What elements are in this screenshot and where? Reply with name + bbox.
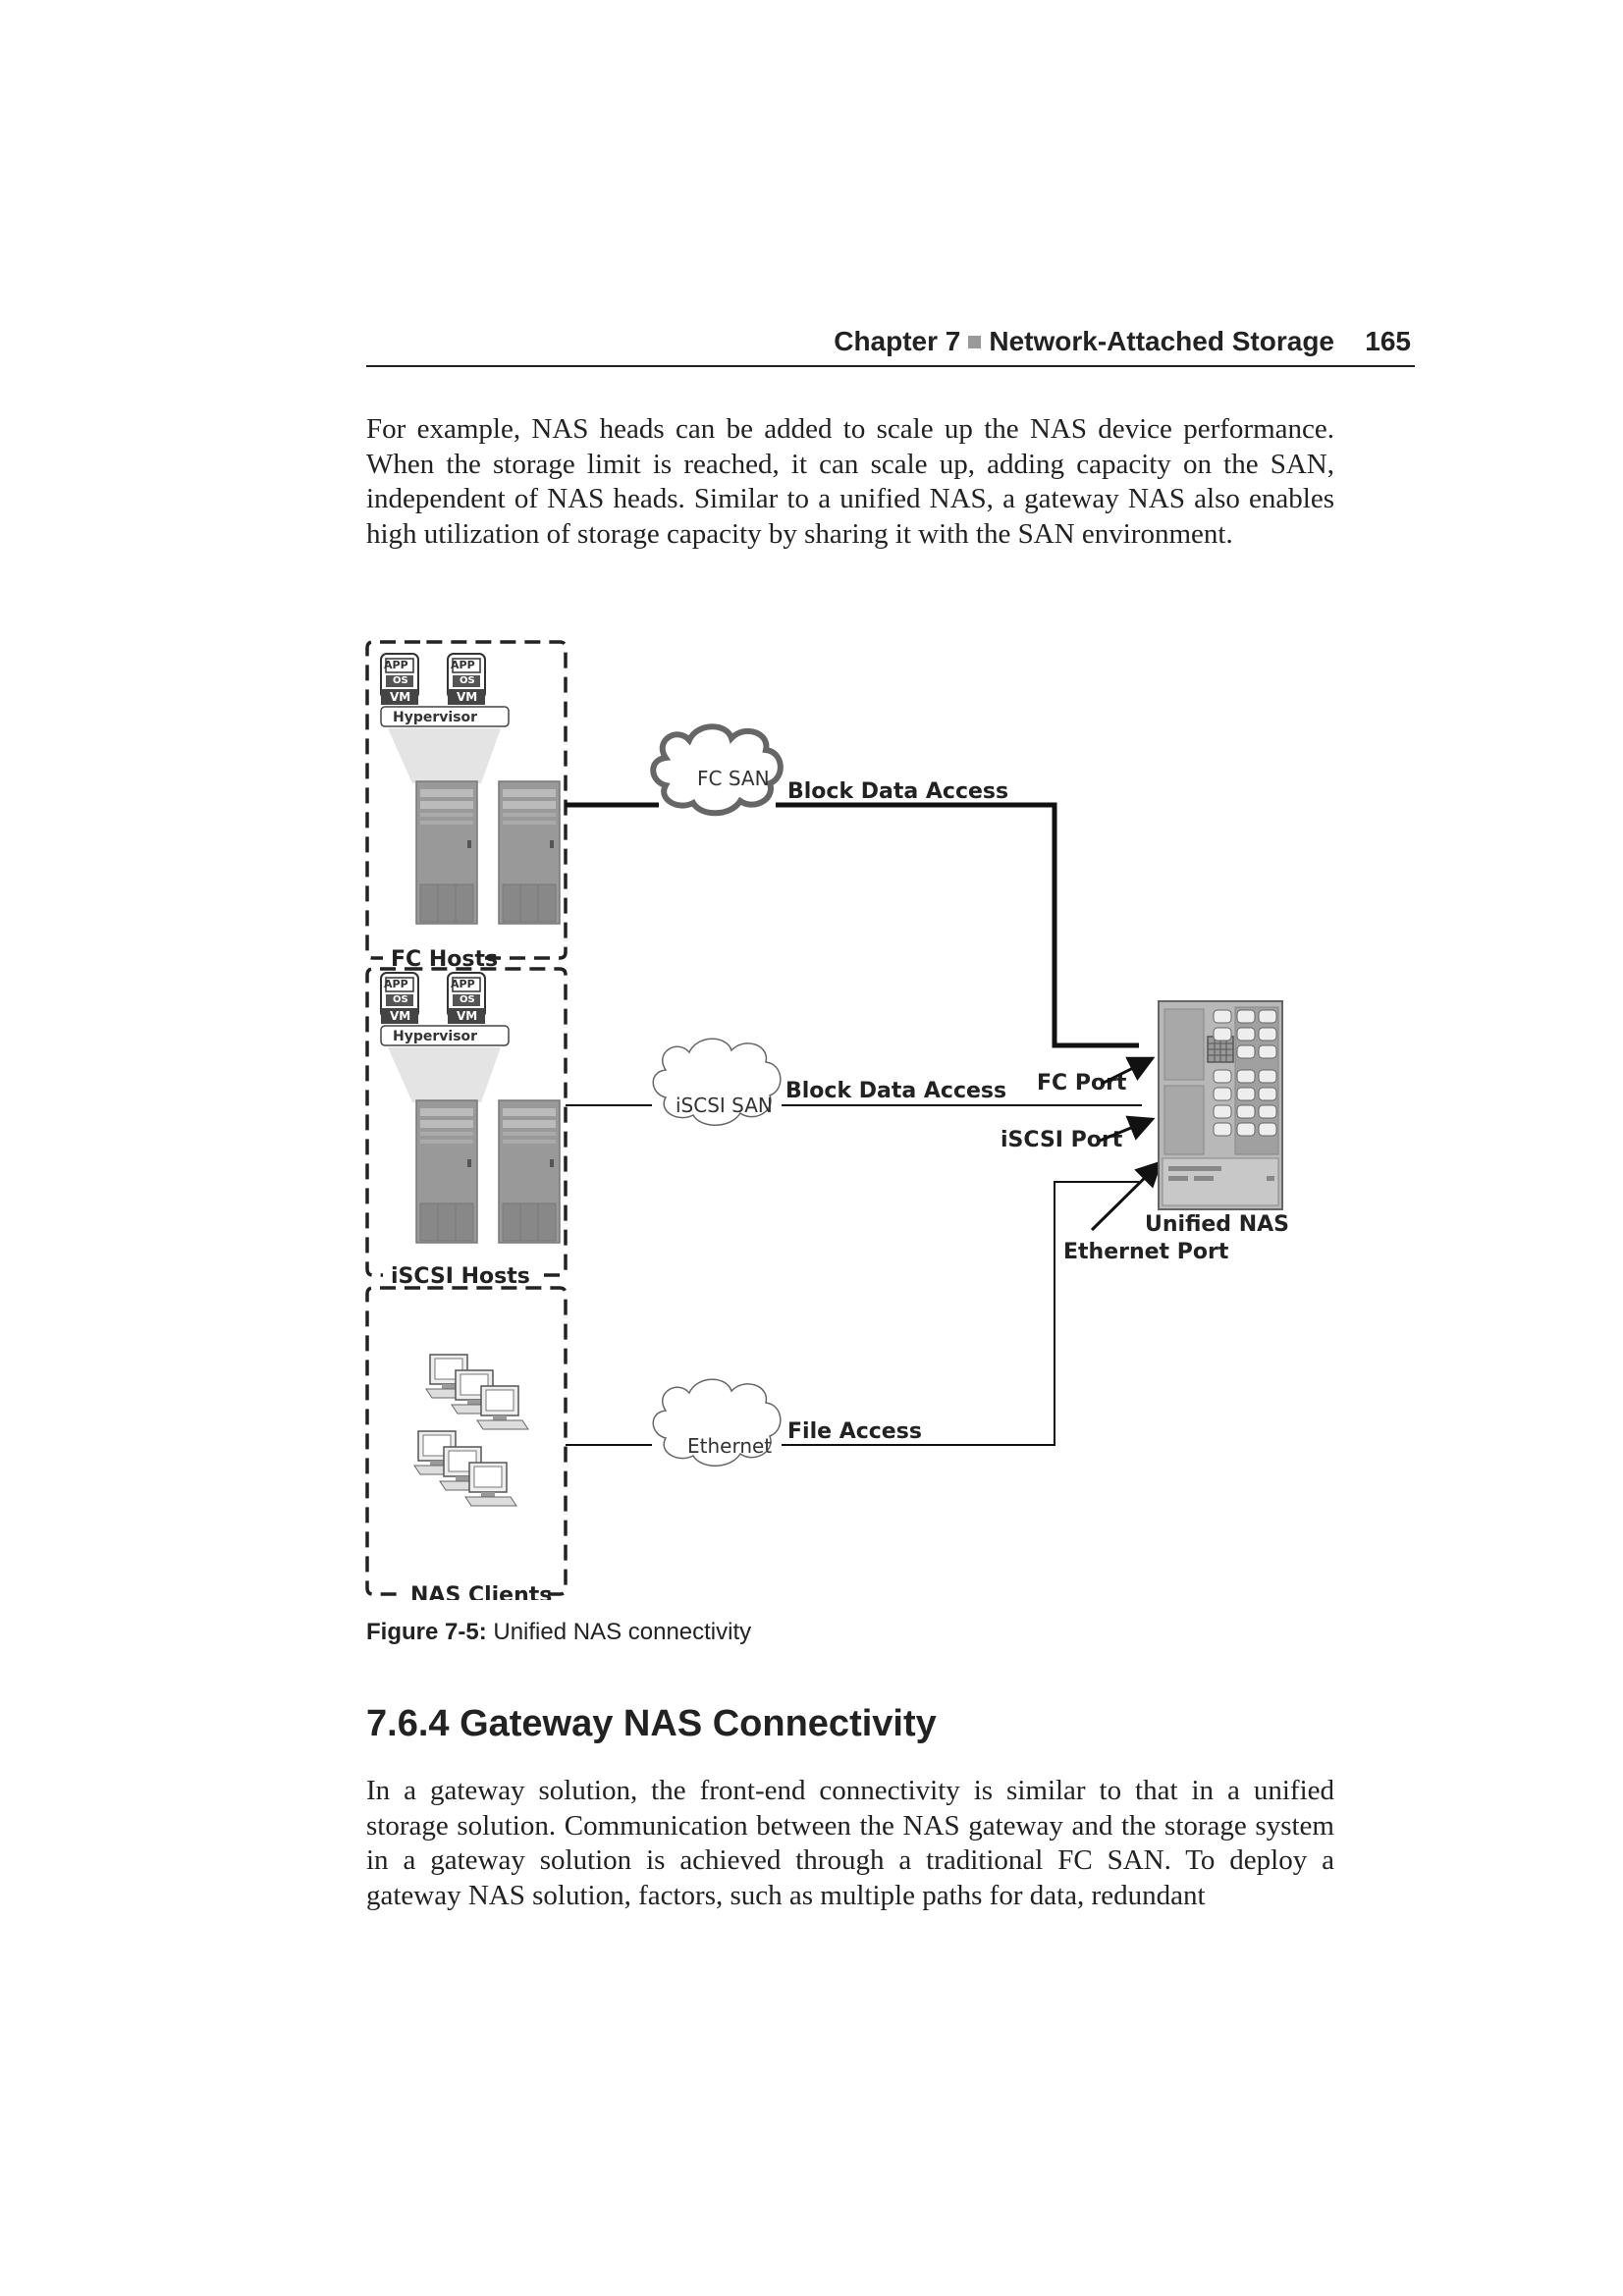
- svg-text:Hypervisor: Hypervisor: [393, 710, 477, 725]
- chapter-title: Network-Attached Storage: [989, 326, 1334, 356]
- connection-lines: [566, 802, 1142, 1446]
- iscsi-hosts-group: iSCSI Hosts APP APP OS OS VM VM Hypervis…: [365, 967, 568, 1289]
- client-pc-icon: [464, 1462, 517, 1507]
- figure-caption-text: Unified NAS connectivity: [493, 1619, 752, 1645]
- svg-text:VM: VM: [390, 690, 410, 704]
- fc-hosts-group: FC Hosts APP APP OS OS VM VM Hypervisor: [365, 640, 568, 972]
- svg-text:OS: OS: [460, 675, 475, 686]
- unified-nas-label: Unified NAS: [1145, 1212, 1289, 1237]
- iscsi-server-tower: [498, 1099, 561, 1244]
- section-heading: 7.6.4 Gateway NAS Connectivity: [366, 1703, 937, 1744]
- separator-square-icon: [968, 335, 982, 348]
- vm-icon: APP APP OS OS VM VM: [380, 653, 486, 706]
- vm-icon: APP APP OS OS VM VM: [380, 972, 486, 1025]
- svg-text:Hypervisor: Hypervisor: [393, 1029, 477, 1044]
- svg-text:Ethernet: Ethernet: [687, 1434, 772, 1458]
- running-header: Chapter 7 Network-Attached Storage 165: [366, 326, 1415, 367]
- page-number: 165: [1365, 326, 1411, 356]
- ethernet-cloud: Ethernet: [652, 1378, 782, 1467]
- nas-clients-group: NAS Clients: [365, 1286, 568, 1600]
- fc-block-data-access-label: Block Data Access: [787, 779, 1008, 804]
- svg-text:VM: VM: [457, 690, 477, 704]
- fc-san-cloud: FC SAN: [650, 723, 784, 817]
- section-paragraph: In a gateway solution, the front-end con…: [366, 1775, 1334, 1911]
- iscsi-block-data-access-label: Block Data Access: [785, 1079, 1006, 1103]
- iscsi-hosts-label: iSCSI Hosts: [391, 1264, 530, 1289]
- svg-text:APP: APP: [384, 978, 408, 990]
- svg-text:APP: APP: [451, 659, 475, 671]
- svg-text:VM: VM: [390, 1009, 410, 1023]
- figure-caption: Figure 7-5: Unified NAS connectivity: [366, 1619, 751, 1646]
- svg-text:OS: OS: [460, 994, 475, 1005]
- svg-text:VM: VM: [457, 1009, 477, 1023]
- unified-nas-diagram: FC Hosts APP APP OS OS VM VM Hypervisor …: [353, 638, 1345, 1600]
- fc-server-tower: [498, 780, 561, 925]
- svg-text:OS: OS: [393, 675, 408, 686]
- unified-nas-device: [1158, 1000, 1283, 1210]
- header-chapter-title: Chapter 7 Network-Attached Storage: [834, 326, 1334, 357]
- fc-server-tower: [415, 780, 478, 925]
- figure-caption-label: Figure 7-5:: [366, 1619, 487, 1645]
- fc-port-label: FC Port: [1037, 1071, 1127, 1095]
- intro-paragraph: For example, NAS heads can be added to s…: [366, 413, 1334, 550]
- client-pc-icon: [476, 1385, 529, 1430]
- nas-clients-label: NAS Clients: [410, 1583, 552, 1600]
- ethernet-port-label: Ethernet Port: [1063, 1240, 1229, 1264]
- iscsi-server-tower: [415, 1099, 478, 1244]
- chapter-label: Chapter 7: [834, 326, 961, 356]
- svg-text:APP: APP: [451, 978, 475, 990]
- svg-text:OS: OS: [393, 994, 408, 1005]
- iscsi-san-cloud: iSCSI SAN: [652, 1038, 782, 1126]
- svg-text:FC SAN: FC SAN: [697, 767, 770, 790]
- svg-text:APP: APP: [384, 659, 408, 671]
- svg-text:iSCSI SAN: iSCSI SAN: [676, 1094, 773, 1117]
- file-access-label: File Access: [787, 1419, 922, 1444]
